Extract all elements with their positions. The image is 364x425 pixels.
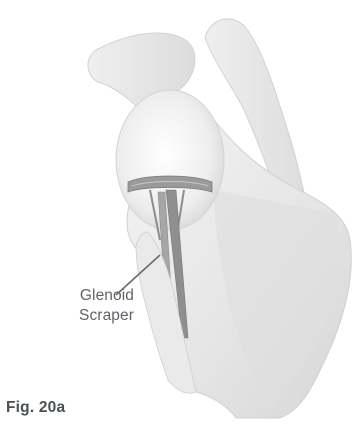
- callout-label: Glenoid Scraper: [44, 286, 134, 326]
- figure-caption: Fig. 20a: [6, 399, 65, 417]
- callout-line-2: Scraper: [44, 306, 134, 326]
- callout-line-1: Glenoid: [44, 286, 134, 306]
